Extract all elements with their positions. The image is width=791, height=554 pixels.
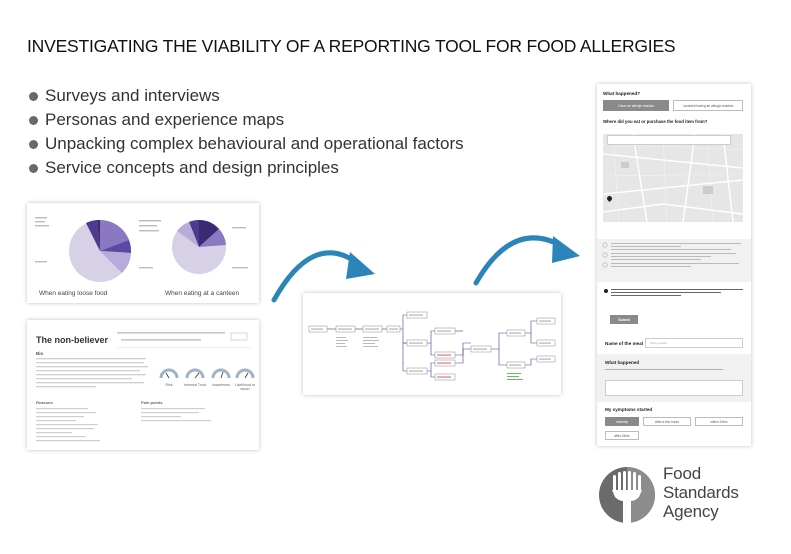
persona-title: The non-believer bbox=[36, 335, 109, 345]
option-reaction-button[interactable]: I have an allergic reaction bbox=[603, 100, 669, 111]
meal-name-input[interactable]: Spring pasta bbox=[645, 338, 743, 348]
arrow-icon bbox=[473, 235, 563, 286]
persona-panel: The non-believer bbox=[27, 320, 259, 450]
bullet-list: Surveys and interviews Personas and expe… bbox=[28, 84, 464, 180]
info-text-graphic bbox=[611, 289, 743, 296]
bullet-dot-icon bbox=[29, 140, 38, 149]
gauge-label: Informal Trust bbox=[184, 383, 206, 387]
pain-points-heading: Pain points bbox=[141, 400, 163, 405]
report-form-mockup: What happened? I have an allergic reacti… bbox=[597, 84, 751, 446]
symptoms-label: My symptoms started bbox=[605, 407, 653, 412]
process-flow-panel bbox=[303, 293, 561, 395]
arrow-head-icon bbox=[552, 236, 580, 263]
map-search-input[interactable] bbox=[607, 135, 731, 145]
bullet-item: Surveys and interviews bbox=[28, 84, 464, 108]
bullet-item: Personas and experience maps bbox=[28, 108, 464, 132]
question-what-happened: What happened? bbox=[603, 91, 641, 96]
meal-name-label: Name of the meal bbox=[605, 341, 644, 346]
bullet-dot-icon bbox=[29, 164, 38, 173]
info-icon bbox=[604, 289, 608, 293]
bullet-text: Surveys and interviews bbox=[45, 86, 220, 105]
persona-graphic bbox=[36, 332, 255, 442]
location-map[interactable] bbox=[603, 134, 743, 222]
fsa-wordmark: Food Standards Agency bbox=[663, 464, 739, 521]
pie-caption-canteen: When eating at a canteen bbox=[165, 290, 240, 297]
what-happened-textarea[interactable] bbox=[605, 380, 743, 396]
bullet-item: Unpacking complex behavioural and operat… bbox=[28, 132, 464, 156]
pie-charts-graphic bbox=[35, 217, 248, 282]
info-notice-box bbox=[597, 239, 751, 282]
symptom-option-button[interactable]: Instantly bbox=[605, 417, 639, 426]
fsa-wordmark-line: Food bbox=[663, 464, 701, 483]
info-notice-graphic bbox=[602, 242, 741, 268]
bullet-dot-icon bbox=[29, 92, 38, 101]
map-graphic bbox=[603, 134, 743, 222]
reasons-heading: Reasons bbox=[36, 400, 53, 405]
page-title: INVESTIGATING THE VIABILITY OF A REPORTI… bbox=[27, 36, 676, 56]
fsa-wordmark-line: Agency bbox=[663, 502, 719, 521]
persona-bio-heading: Bio bbox=[36, 351, 44, 356]
symptom-option-button[interactable]: within 24hrs bbox=[695, 417, 743, 426]
fsa-logo-icon bbox=[599, 467, 655, 523]
gauge-label: Awareness bbox=[212, 383, 230, 387]
option-nearly-button[interactable]: I avoided having an allergic reaction bbox=[673, 100, 743, 111]
bullet-text: Personas and experience maps bbox=[45, 110, 285, 129]
pie-charts-panel: When eating loose food When eating at a … bbox=[27, 203, 259, 303]
symptom-option-button[interactable]: After a few hours bbox=[643, 417, 691, 426]
process-flow-diagram bbox=[308, 311, 556, 381]
bullet-text: Service concepts and design principles bbox=[45, 158, 339, 177]
gauge-label: Likelihood to report bbox=[234, 383, 256, 391]
submit-button[interactable]: Submit bbox=[610, 315, 638, 324]
symptom-option-button[interactable]: after 24hrs bbox=[605, 431, 639, 440]
gauge-label: Risk bbox=[165, 383, 173, 387]
bullet-dot-icon bbox=[29, 116, 38, 125]
what-happened-label: What happened bbox=[605, 360, 640, 365]
arrow-head-icon bbox=[346, 252, 375, 279]
bullet-text: Unpacking complex behavioural and operat… bbox=[45, 134, 464, 153]
bullet-item: Service concepts and design principles bbox=[28, 156, 464, 180]
question-where: Where did you eat or purchase the food i… bbox=[603, 119, 708, 124]
pie-caption-loose-food: When eating loose food bbox=[39, 290, 108, 297]
fsa-brand: Food Standards Agency bbox=[598, 464, 768, 526]
fsa-wordmark-line: Standards bbox=[663, 483, 739, 502]
what-happened-hint-graphic bbox=[605, 369, 723, 370]
